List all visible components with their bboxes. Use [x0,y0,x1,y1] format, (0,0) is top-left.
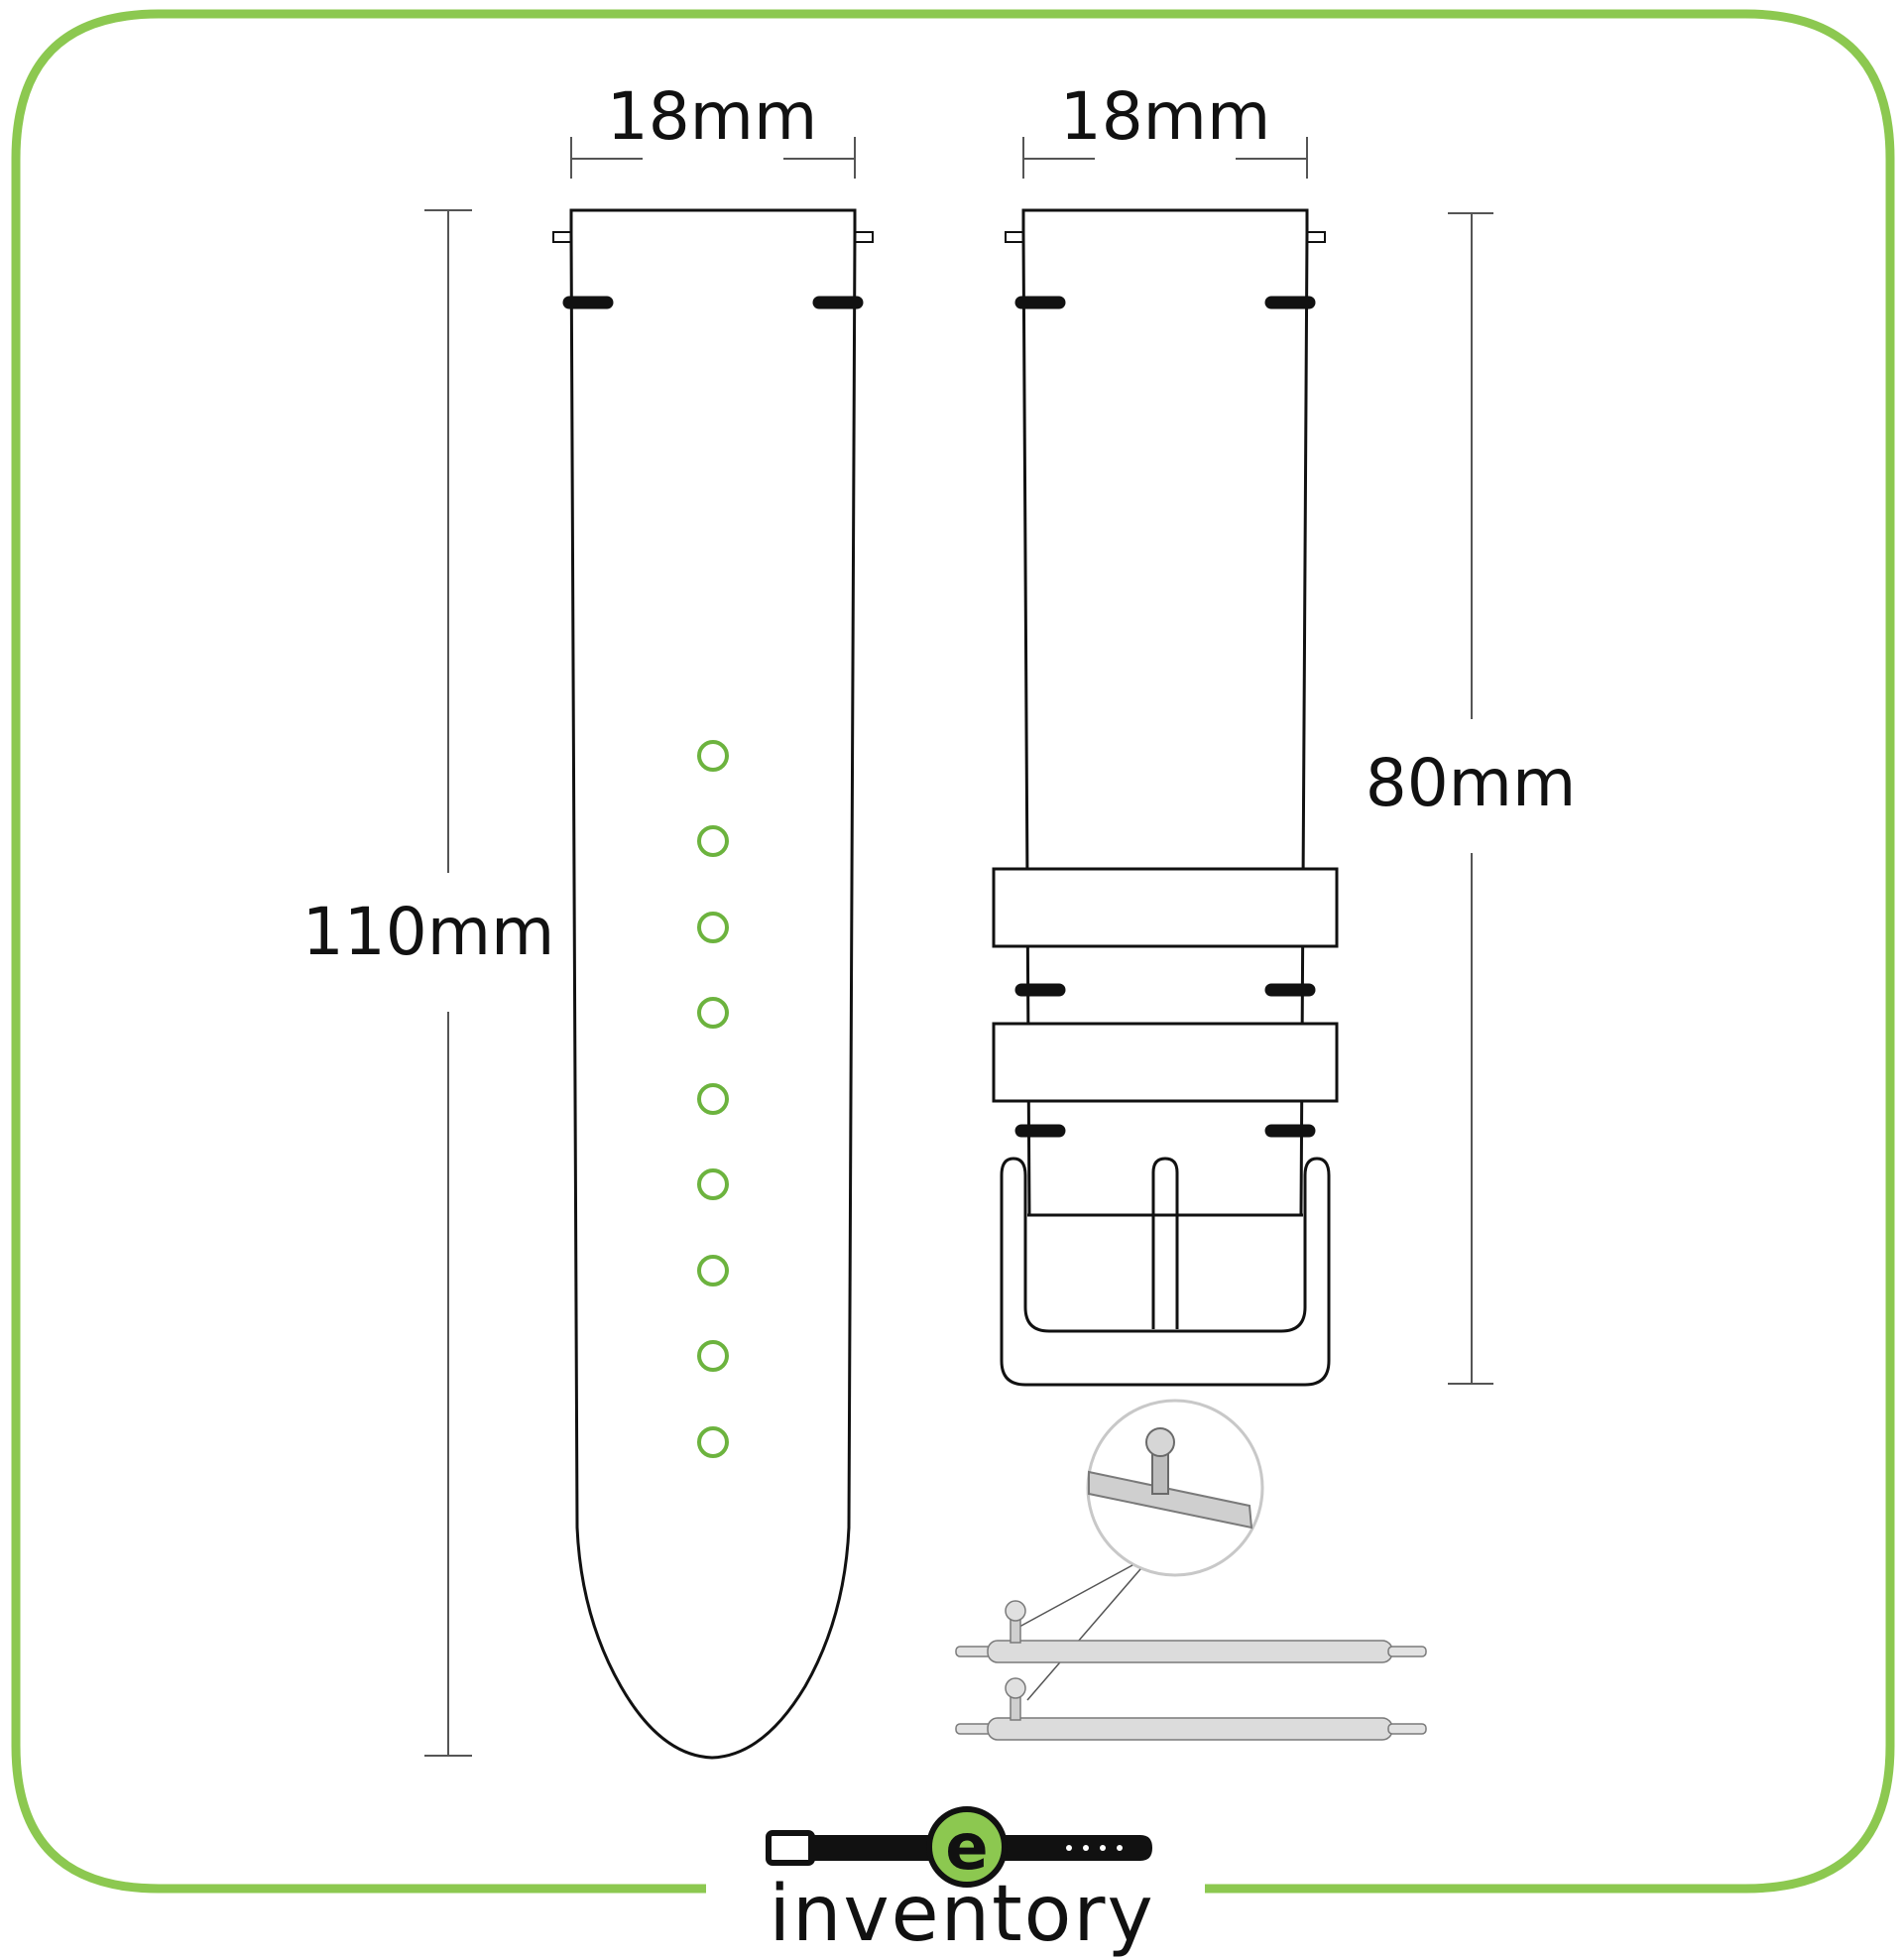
logo-e-badge [926,1806,1008,1888]
magnifier-leader-lines [1018,1564,1141,1701]
long-strap-length-label: 110mm [302,894,555,970]
short-strap-springbar-left [1005,231,1024,243]
long-strap-holes [697,740,729,1458]
strap-hole [697,1083,729,1115]
buckle [1000,1157,1331,1387]
short-strap-width-dimension [1022,137,1308,179]
long-strap-width-dimension [570,137,856,179]
short-strap-springbar-right [1306,231,1326,243]
long-strap-outline [569,208,857,1760]
strap-hole [697,825,729,857]
short-strap-width-label: 18mm [1060,78,1271,155]
long-strap-length-dimension [424,209,472,1757]
buckle-frame-outer [1000,1157,1331,1387]
strap-hole [697,912,729,943]
logo-e-letter: e [945,1811,988,1885]
logo-belt-buckle [766,1830,815,1866]
strap-keeper-lower [992,1022,1339,1103]
short-strap-length-dimension [1448,212,1493,1385]
brand-logo: e inventory [766,1806,1154,1959]
short-strap-stitches [1014,296,1316,1138]
short-strap: 18mm 80mm [992,78,1577,1387]
buckle-tongue [1151,1157,1179,1329]
spring-bar-upper [955,1600,1427,1663]
long-strap-springbar-left [552,231,572,243]
strap-hole [697,1168,729,1200]
spring-bar-lower [955,1677,1427,1741]
magnified-pin [1088,1427,1253,1530]
strap-hole [697,1255,729,1286]
strap-hole [697,997,729,1029]
strap-hole [697,1426,729,1458]
logo-wordmark: inventory [769,1870,1154,1959]
long-strap-springbar-right [854,231,874,243]
quick-release-pins [955,1399,1427,1741]
long-strap: 18mm 110mm [302,78,874,1760]
long-strap-width-label: 18mm [607,78,818,155]
short-strap-length-label: 80mm [1366,745,1577,821]
frame-border [11,9,1895,1894]
strap-hole [697,1340,729,1372]
strap-keeper-upper [992,867,1339,948]
logo-belt-holes [1066,1845,1123,1851]
strap-hole [697,740,729,772]
